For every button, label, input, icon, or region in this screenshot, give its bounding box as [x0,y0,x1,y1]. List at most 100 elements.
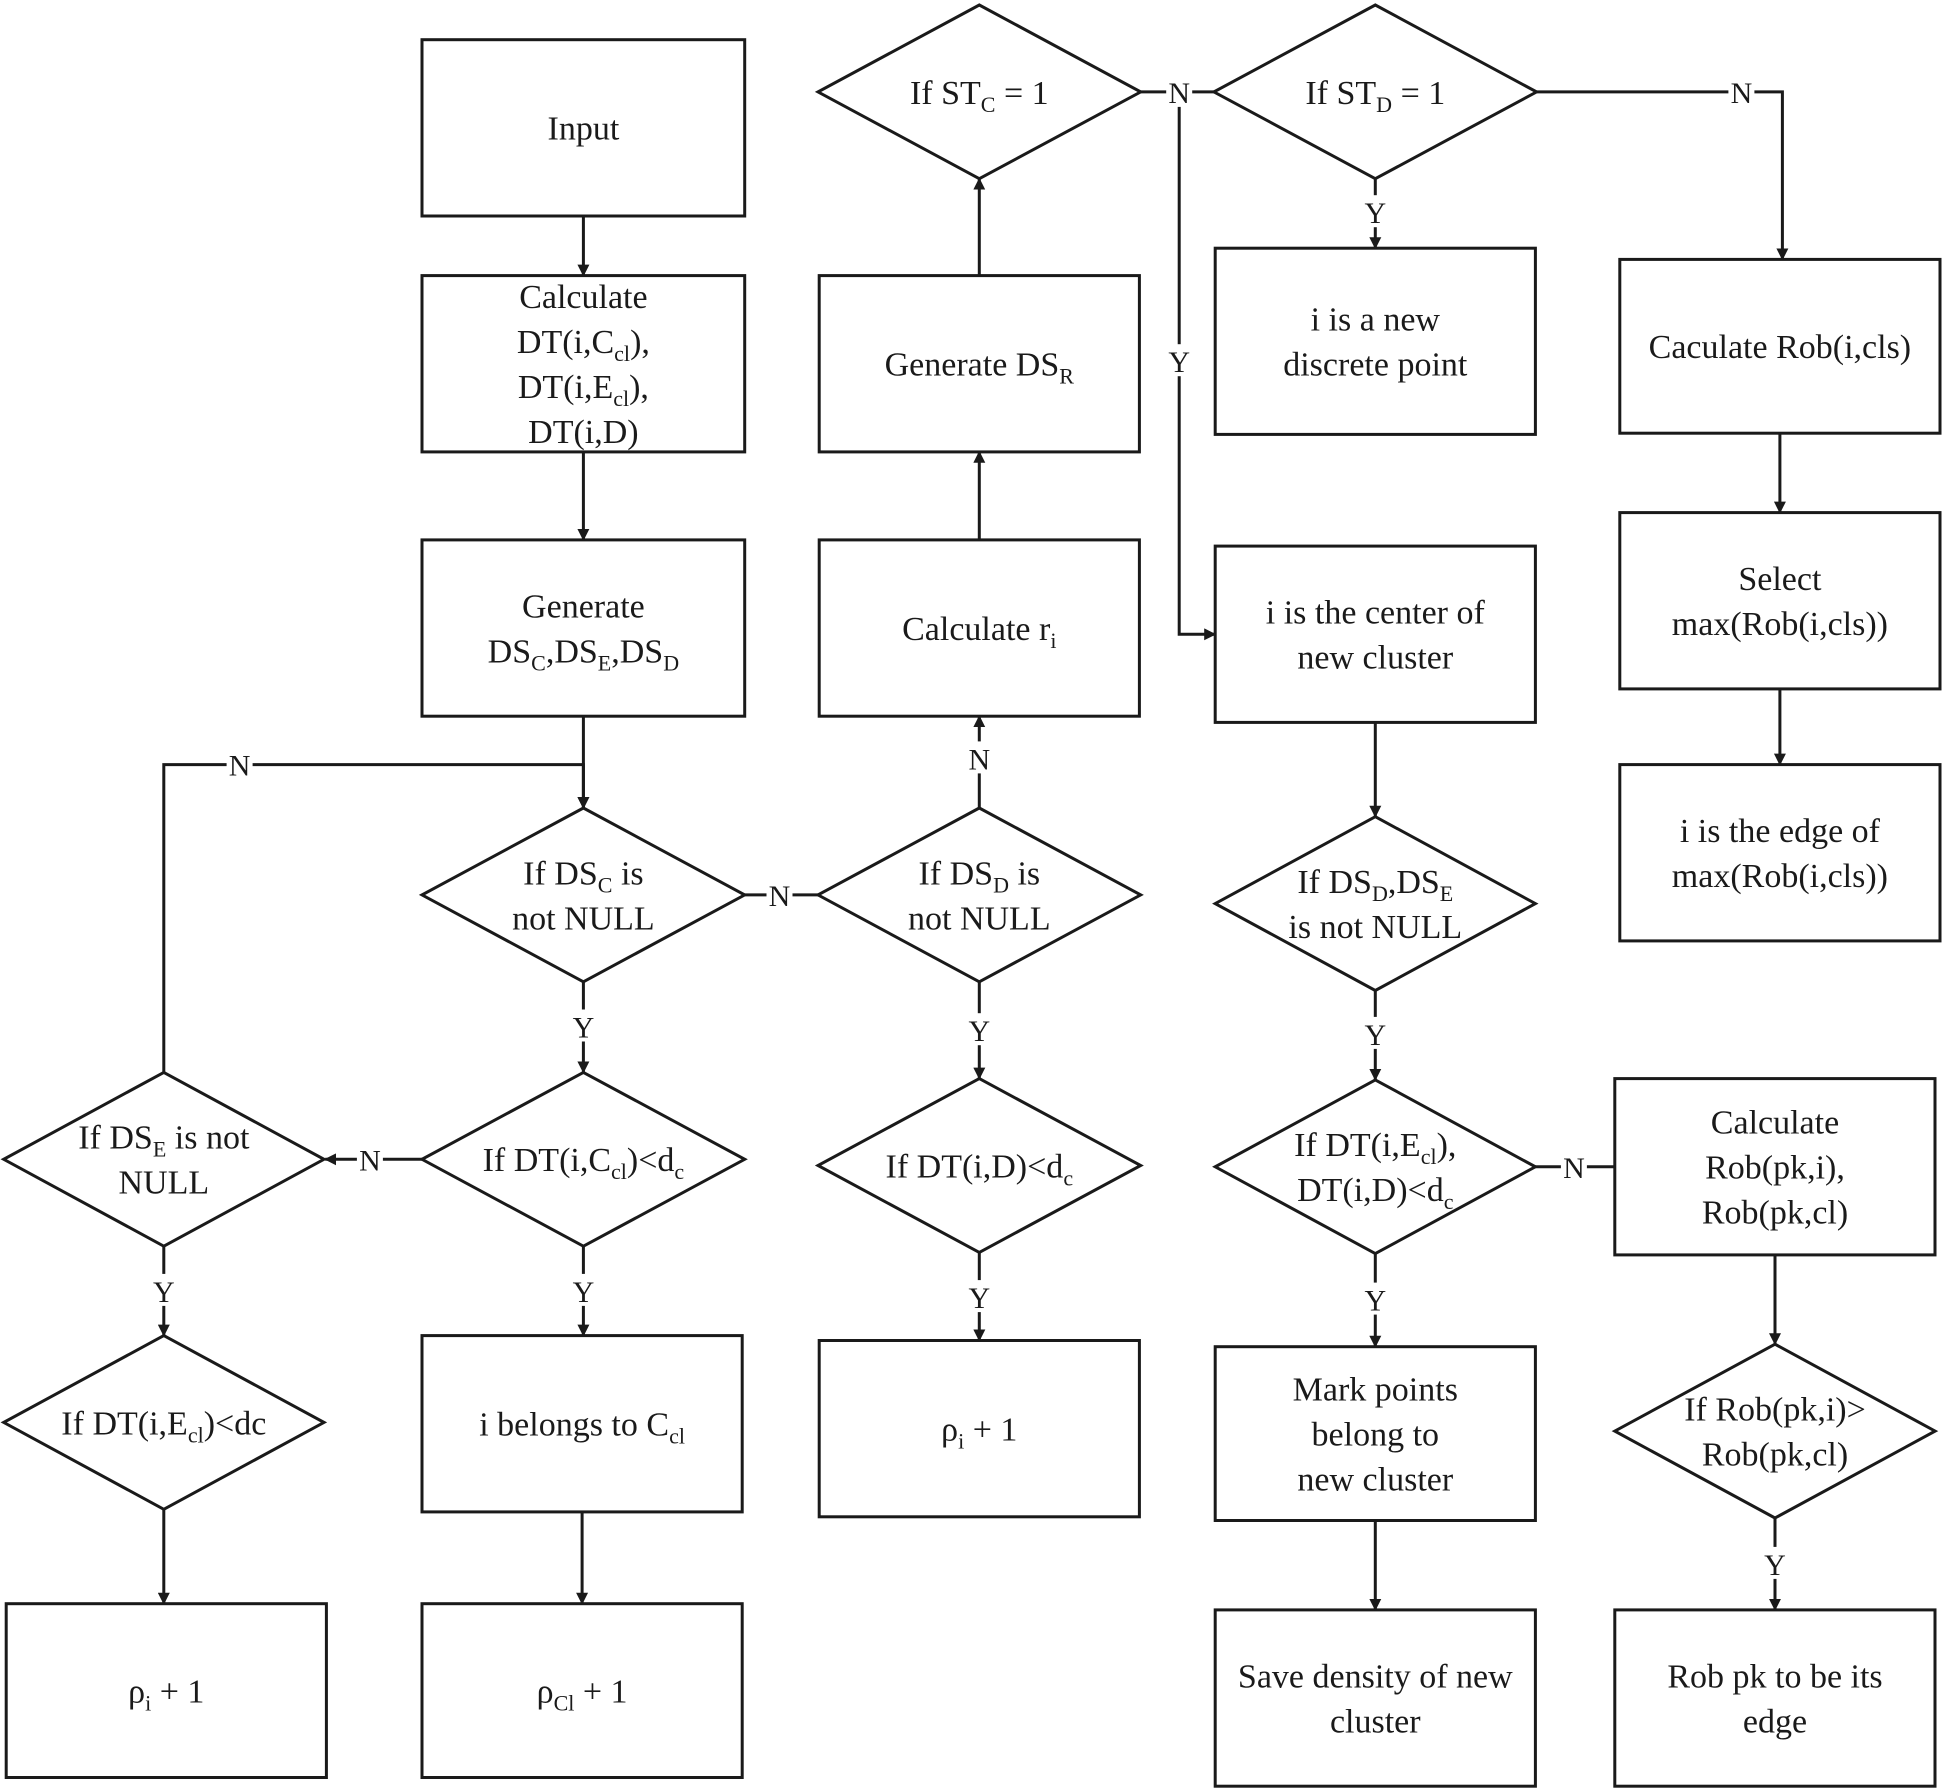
gen-ds-box [420,538,747,718]
label-n-loop-bg [226,747,253,780]
select-max-label-line: Select [1738,561,1822,598]
new-discrete-label-line: discrete point [1283,347,1468,384]
label-n-ifstd-bg [1728,74,1755,107]
rho-i-mid-box [817,1339,1141,1519]
center-new-label-line: i is the center of [1266,595,1486,632]
rho-i-left-box [4,1602,328,1779]
calc-dt-label-line: Calculate [519,279,647,316]
calc-rob-pk-label-line: Rob(pk,i), [1705,1150,1845,1187]
calc-rob-pk-box [1613,1077,1937,1257]
rho-i-left-label-line: ρi + 1 [128,1673,204,1715]
if-dt-c-label-line: If DT(i,Ccl)<dc [483,1142,685,1184]
label-y-ifrob-bg [1762,1546,1788,1579]
if-dse-label-line: NULL [118,1165,209,1202]
label-n-ifdtc: N [359,1144,381,1177]
if-rob-label-line: Rob(pk,cl) [1702,1437,1848,1474]
calc-dt-box [420,274,747,454]
label-n-calcri-bg [966,741,993,774]
label-y-ifdtc: Y [573,1276,595,1309]
label-y-ifstd-bg [1362,195,1389,228]
label-y-ifdtc-bg [570,1273,597,1306]
gen-dsr-label-line: Generate DSR [885,347,1075,389]
if-dt-d-decision [814,1076,1144,1255]
mark-points-label-line: belong to [1312,1417,1439,1454]
if-dt-c-decision [418,1070,748,1248]
label-y-ifdsddse-bg [1362,1016,1389,1049]
if-dt-ed-label-line: DT(i,D)<dc [1297,1172,1454,1214]
if-dsc-label-line: If DSC is [523,855,643,897]
mark-points-box [1213,1345,1537,1522]
input-box [420,38,747,218]
label-n-ifdted-bg [1560,1149,1587,1182]
new-discrete-box [1213,246,1537,436]
if-dsc-label-line: not NULL [512,900,655,937]
rho-cl-box [420,1602,744,1779]
calc-ri-box [817,538,1141,718]
gen-ds-label-line: Generate [522,589,645,626]
select-max-box [1618,511,1942,691]
label-n-ifdtc-bg [356,1142,383,1175]
if-dt-e-decision [0,1333,328,1512]
calc-ri-label-line: Calculate ri [902,611,1056,653]
node-labels: InputCalculateDT(i,Ccl),DT(i,Ecl),DT(i,D… [61,75,1911,1741]
rob-pk-edge-label-line: edge [1743,1703,1807,1740]
if-std-decision [1210,3,1540,181]
if-dsd-dse-decision [1212,814,1539,993]
label-y-ifdsc: Y [573,1012,595,1045]
label-n-ifstd: N [1731,77,1753,110]
label-y-ifdsddse: Y [1364,1019,1386,1052]
label-n-calcri: N [968,743,990,776]
select-max-label-line: max(Rob(i,cls)) [1672,606,1888,643]
calc-rob-cls-label-line: Caculate Rob(i,cls) [1649,329,1911,366]
label-y-ifdsc-bg [570,1009,597,1042]
label-y-ifstc-bg [1166,344,1193,377]
label-y-ifdted-bg [1362,1282,1389,1315]
if-dse-label-line: If DSE is not [78,1120,250,1162]
edge-of-max-box [1618,763,1942,943]
nodes [0,3,1942,1788]
calc-dt-label-line: DT(i,D) [528,414,638,451]
edge-ifstc-center [1177,91,1217,641]
label-n-ifdsc-bg [766,877,793,910]
label-y-ifdsd: Y [968,1015,990,1048]
label-y-ifstc: Y [1168,346,1190,379]
if-dsd-dse-label-line: is not NULL [1288,909,1462,946]
label-n-ifstc: N [1168,77,1190,110]
label-n-loop: N [229,750,251,783]
label-y-ifdsd-bg [966,1013,993,1046]
label-n-ifdted: N [1563,1152,1585,1185]
i-belongs-label-line: i belongs to Ccl [479,1407,685,1449]
calc-rob-pk-label-line: Rob(pk,cl) [1702,1195,1848,1232]
label-y-ifdtd: Y [968,1282,990,1315]
label-y-ifdted: Y [1364,1285,1386,1318]
edge-of-max-label-line: max(Rob(i,cls)) [1672,858,1888,895]
if-rob-label-line: If Rob(pk,i)> [1684,1392,1866,1429]
if-dsd-dse-label-line: If DSD,DSE [1297,864,1453,906]
calc-dt-label-line: DT(i,Ecl), [518,369,649,411]
rob-pk-edge-label-line: Rob pk to be its [1667,1658,1882,1695]
save-density-box [1213,1608,1537,1788]
i-belongs-box [420,1334,744,1514]
label-n-ifstc-bg [1166,74,1193,107]
edge-ifstd-robcls [1536,90,1789,261]
label-y-ifdtd-bg [966,1280,993,1313]
if-dsd-decision [814,806,1144,984]
label-y-ifdse-bg [150,1273,177,1306]
if-dsd-label-line: not NULL [908,900,1051,937]
new-discrete-label-line: i is a new [1311,302,1441,339]
if-dsd-label-line: If DSD is [918,855,1040,897]
if-rob-decision [1611,1342,1939,1520]
if-stc-label-line: If STC = 1 [910,75,1049,117]
if-dsc-decision [418,806,748,984]
mark-points-label-line: new cluster [1297,1462,1453,1499]
if-std-label-line: If STD = 1 [1305,75,1445,117]
calc-rob-pk-label-line: Calculate [1711,1105,1839,1142]
gen-dsr-box [817,274,1141,454]
label-n-ifdsc: N [769,880,791,913]
save-density-label-line: Save density of new [1238,1658,1513,1695]
gen-ds-label-line: DSC,DSE,DSD [488,634,679,676]
label-y-ifdse: Y [153,1276,175,1309]
center-new-box [1213,544,1537,724]
